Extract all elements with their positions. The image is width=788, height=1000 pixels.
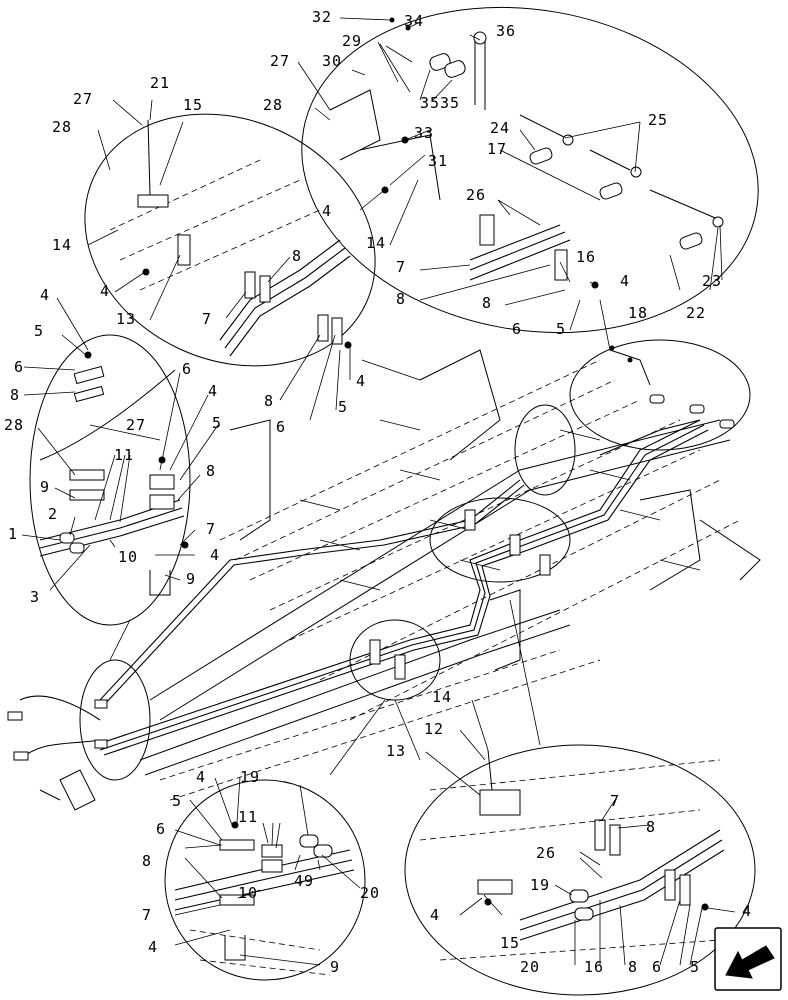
callout-label: 5 (690, 958, 700, 976)
callout-label: 5 (172, 792, 182, 810)
callout-label: 30 (322, 52, 342, 70)
callout-label: 4 (742, 902, 752, 920)
detail-bottom-left-hose-bracket (164, 779, 366, 981)
callout-label: 14 (52, 236, 72, 254)
detail-right-hose-fittings (569, 339, 751, 456)
callout-label: 6 (512, 320, 522, 338)
callout-label: 27 (270, 52, 290, 70)
callout-label: 6 (652, 958, 662, 976)
callout-label: 6 (14, 358, 24, 376)
callout-label: 1 (8, 525, 18, 543)
detail-top-hose-fittings (301, 6, 759, 334)
callout-label: 36 (496, 22, 516, 40)
callout-label: 6 (276, 418, 286, 436)
callout-label: 8 (482, 294, 492, 312)
callout-label: 15 (183, 96, 203, 114)
leader-lines (21, 17, 736, 966)
callout-label: 13 (386, 742, 406, 760)
callout-label: 8 (264, 392, 274, 410)
callout-label: 9 (40, 478, 50, 496)
callout-label: 7 (206, 520, 216, 538)
callout-label: 27 (73, 90, 93, 108)
callout-label: 16 (584, 958, 604, 976)
callout-label: 4 (322, 202, 332, 220)
callout-label: 8 (396, 290, 406, 308)
callout-label: 7 (610, 792, 620, 810)
callout-label: 5 (556, 320, 566, 338)
callout-label: 5 (34, 322, 44, 340)
callout-label: 4 (100, 282, 110, 300)
callout-label: 18 (628, 304, 648, 322)
detail-center-hose-clamps (79, 404, 576, 781)
callout-labels: 32 34 36 29 27 30 35 35 28 33 24 25 17 3… (4, 8, 752, 976)
callout-label: 19 (240, 768, 260, 786)
callout-label: 4 (430, 906, 440, 924)
callout-label: 32 (312, 8, 332, 26)
callout-label: 20 (360, 884, 380, 902)
detail-left-hose-bracket (29, 334, 191, 626)
callout-label: 7 (202, 310, 212, 328)
callout-label: 14 (366, 234, 386, 252)
callout-label: 24 (490, 119, 510, 137)
callout-label: 8 (628, 958, 638, 976)
callout-label: 9 (330, 958, 340, 976)
callout-label: 8 (292, 247, 302, 265)
callout-label: 4 (196, 768, 206, 786)
callout-label: 5 (212, 414, 222, 432)
callout-label: 4 (620, 272, 630, 290)
main-frame-assembly (7, 349, 761, 811)
callout-label: 49 (294, 872, 314, 890)
callout-label: 10 (238, 884, 258, 902)
previous-page-arrow-icon[interactable] (714, 927, 782, 991)
callout-label: 28 (52, 118, 72, 136)
callout-label: 4 (148, 938, 158, 956)
callout-label: 8 (10, 386, 20, 404)
callout-label: 28 (4, 416, 24, 434)
detail-bottom-right-hose-fittings (404, 744, 756, 996)
callout-label: 11 (114, 446, 134, 464)
callout-label: 34 (404, 12, 424, 30)
callout-label: 26 (536, 844, 556, 862)
callout-label: 26 (466, 186, 486, 204)
callout-label: 28 (263, 96, 283, 114)
callout-label: 14 (432, 688, 452, 706)
callout-label: 4 (210, 546, 220, 564)
callout-label: 9 (186, 570, 196, 588)
callout-label: 8 (142, 852, 152, 870)
callout-label: 22 (686, 304, 706, 322)
callout-label: 4 (356, 372, 366, 390)
callout-label: 33 (414, 124, 434, 142)
callout-label: 35 (440, 94, 460, 112)
callout-label: 17 (487, 140, 507, 158)
callout-label: 5 (338, 398, 348, 416)
callout-label: 8 (206, 462, 216, 480)
detail-upper-left-hose-clamps (84, 113, 376, 367)
callout-label: 10 (118, 548, 138, 566)
callout-label: 31 (428, 152, 448, 170)
callout-label: 15 (500, 934, 520, 952)
callout-label: 4 (40, 286, 50, 304)
callout-label: 25 (648, 111, 668, 129)
callout-label: 21 (150, 74, 170, 92)
callout-label: 13 (116, 310, 136, 328)
callout-label: 23 (702, 272, 722, 290)
callout-label: 12 (424, 720, 444, 738)
callout-label: 16 (576, 248, 596, 266)
callout-label: 27 (126, 416, 146, 434)
callout-label: 7 (142, 906, 152, 924)
callout-label: 3 (30, 588, 40, 606)
callout-label: 4 (208, 382, 218, 400)
callout-label: 2 (48, 505, 58, 523)
callout-label: 35 (420, 94, 440, 112)
callout-label: 8 (646, 818, 656, 836)
callout-label: 29 (342, 32, 362, 50)
callout-label: 20 (520, 958, 540, 976)
callout-label: 7 (396, 258, 406, 276)
callout-label: 11 (238, 808, 258, 826)
callout-label: 19 (530, 876, 550, 894)
callout-label: 6 (156, 820, 166, 838)
callout-label: 6 (182, 360, 192, 378)
